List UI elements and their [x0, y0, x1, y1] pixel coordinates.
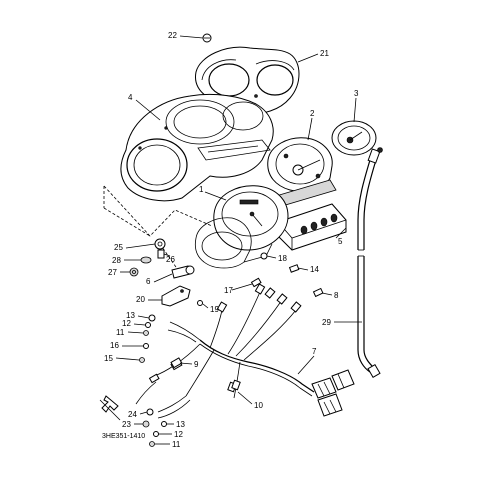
callout-24: 24 — [128, 410, 137, 419]
part-28-washer — [140, 256, 152, 264]
part-22-screw — [202, 33, 212, 43]
part-13-screw-top — [148, 314, 156, 322]
callout-20: 20 — [136, 295, 145, 304]
part-18-screw — [260, 252, 268, 260]
callout-13-top: 13 — [126, 311, 135, 320]
part-12-washer-bottom — [153, 431, 159, 437]
callout-22: 22 — [168, 31, 177, 40]
callout-23: 23 — [122, 420, 131, 429]
callout-27: 27 — [108, 268, 117, 277]
callout-15: 15 — [104, 354, 113, 363]
part-10-bulb — [231, 379, 241, 391]
part-code: 3HE351-1410 — [102, 433, 145, 440]
part-26-collar — [157, 249, 165, 259]
callout-18: 18 — [278, 254, 287, 263]
callout-16: 16 — [110, 341, 119, 350]
part-11-nut-bottom — [149, 441, 155, 447]
part-29-meter-cable — [357, 147, 383, 379]
part-25-grommet — [154, 238, 166, 250]
callout-4: 4 — [128, 93, 133, 102]
callout-10: 10 — [254, 401, 263, 410]
part-13-screw-bottom — [161, 421, 167, 427]
callout-29: 29 — [322, 318, 331, 327]
callout-8: 8 — [334, 291, 339, 300]
leader-lines — [115, 35, 362, 445]
part-17-bulb-socket — [250, 277, 262, 288]
callout-3: 3 — [354, 89, 359, 98]
callout-12-top: 12 — [122, 319, 131, 328]
part-19-screw — [197, 300, 203, 306]
callout-17: 17 — [224, 286, 233, 295]
callout-21: 21 — [320, 49, 329, 58]
part-23-washer — [142, 420, 150, 428]
part-11-nut-top — [143, 330, 149, 336]
part-24-screw — [146, 408, 154, 416]
callout-7: 7 — [312, 347, 317, 356]
callout-5: 5 — [338, 237, 343, 246]
part-8-bulb — [312, 287, 324, 298]
callout-14: 14 — [310, 265, 319, 274]
callout-25: 25 — [114, 243, 123, 252]
part-2-right-meter — [267, 137, 333, 192]
part-27-nut — [129, 267, 139, 277]
callout-2: 2 — [310, 109, 315, 118]
callout-labels: 22 21 4 2 3 1 5 25 26 28 27 6 20 18 14 1… — [102, 31, 359, 449]
callout-6: 6 — [146, 277, 151, 286]
callout-1: 1 — [199, 185, 204, 194]
part-6-bulb — [171, 265, 195, 279]
callout-11-bottom: 11 — [172, 440, 181, 449]
part-15-nut — [139, 357, 145, 363]
callout-9: 9 — [194, 360, 199, 369]
part-16-screw — [143, 343, 149, 349]
direction-arrow-icon — [99, 395, 121, 421]
callout-13-bottom: 13 — [176, 420, 185, 429]
part-3-small-gauge — [331, 120, 377, 156]
callout-19: 19 — [210, 305, 219, 314]
callout-26: 26 — [166, 255, 175, 264]
callout-28: 28 — [112, 256, 121, 265]
part-20-bracket — [161, 285, 191, 307]
callout-11-top: 11 — [116, 328, 125, 337]
callout-12-bottom: 12 — [174, 430, 183, 439]
part-9-bulb — [170, 357, 183, 369]
part-4-meter-housing — [120, 93, 274, 202]
part-14-bulb — [288, 264, 300, 273]
part-1-speedometer — [194, 185, 289, 269]
part-12-washer-top — [145, 322, 151, 328]
